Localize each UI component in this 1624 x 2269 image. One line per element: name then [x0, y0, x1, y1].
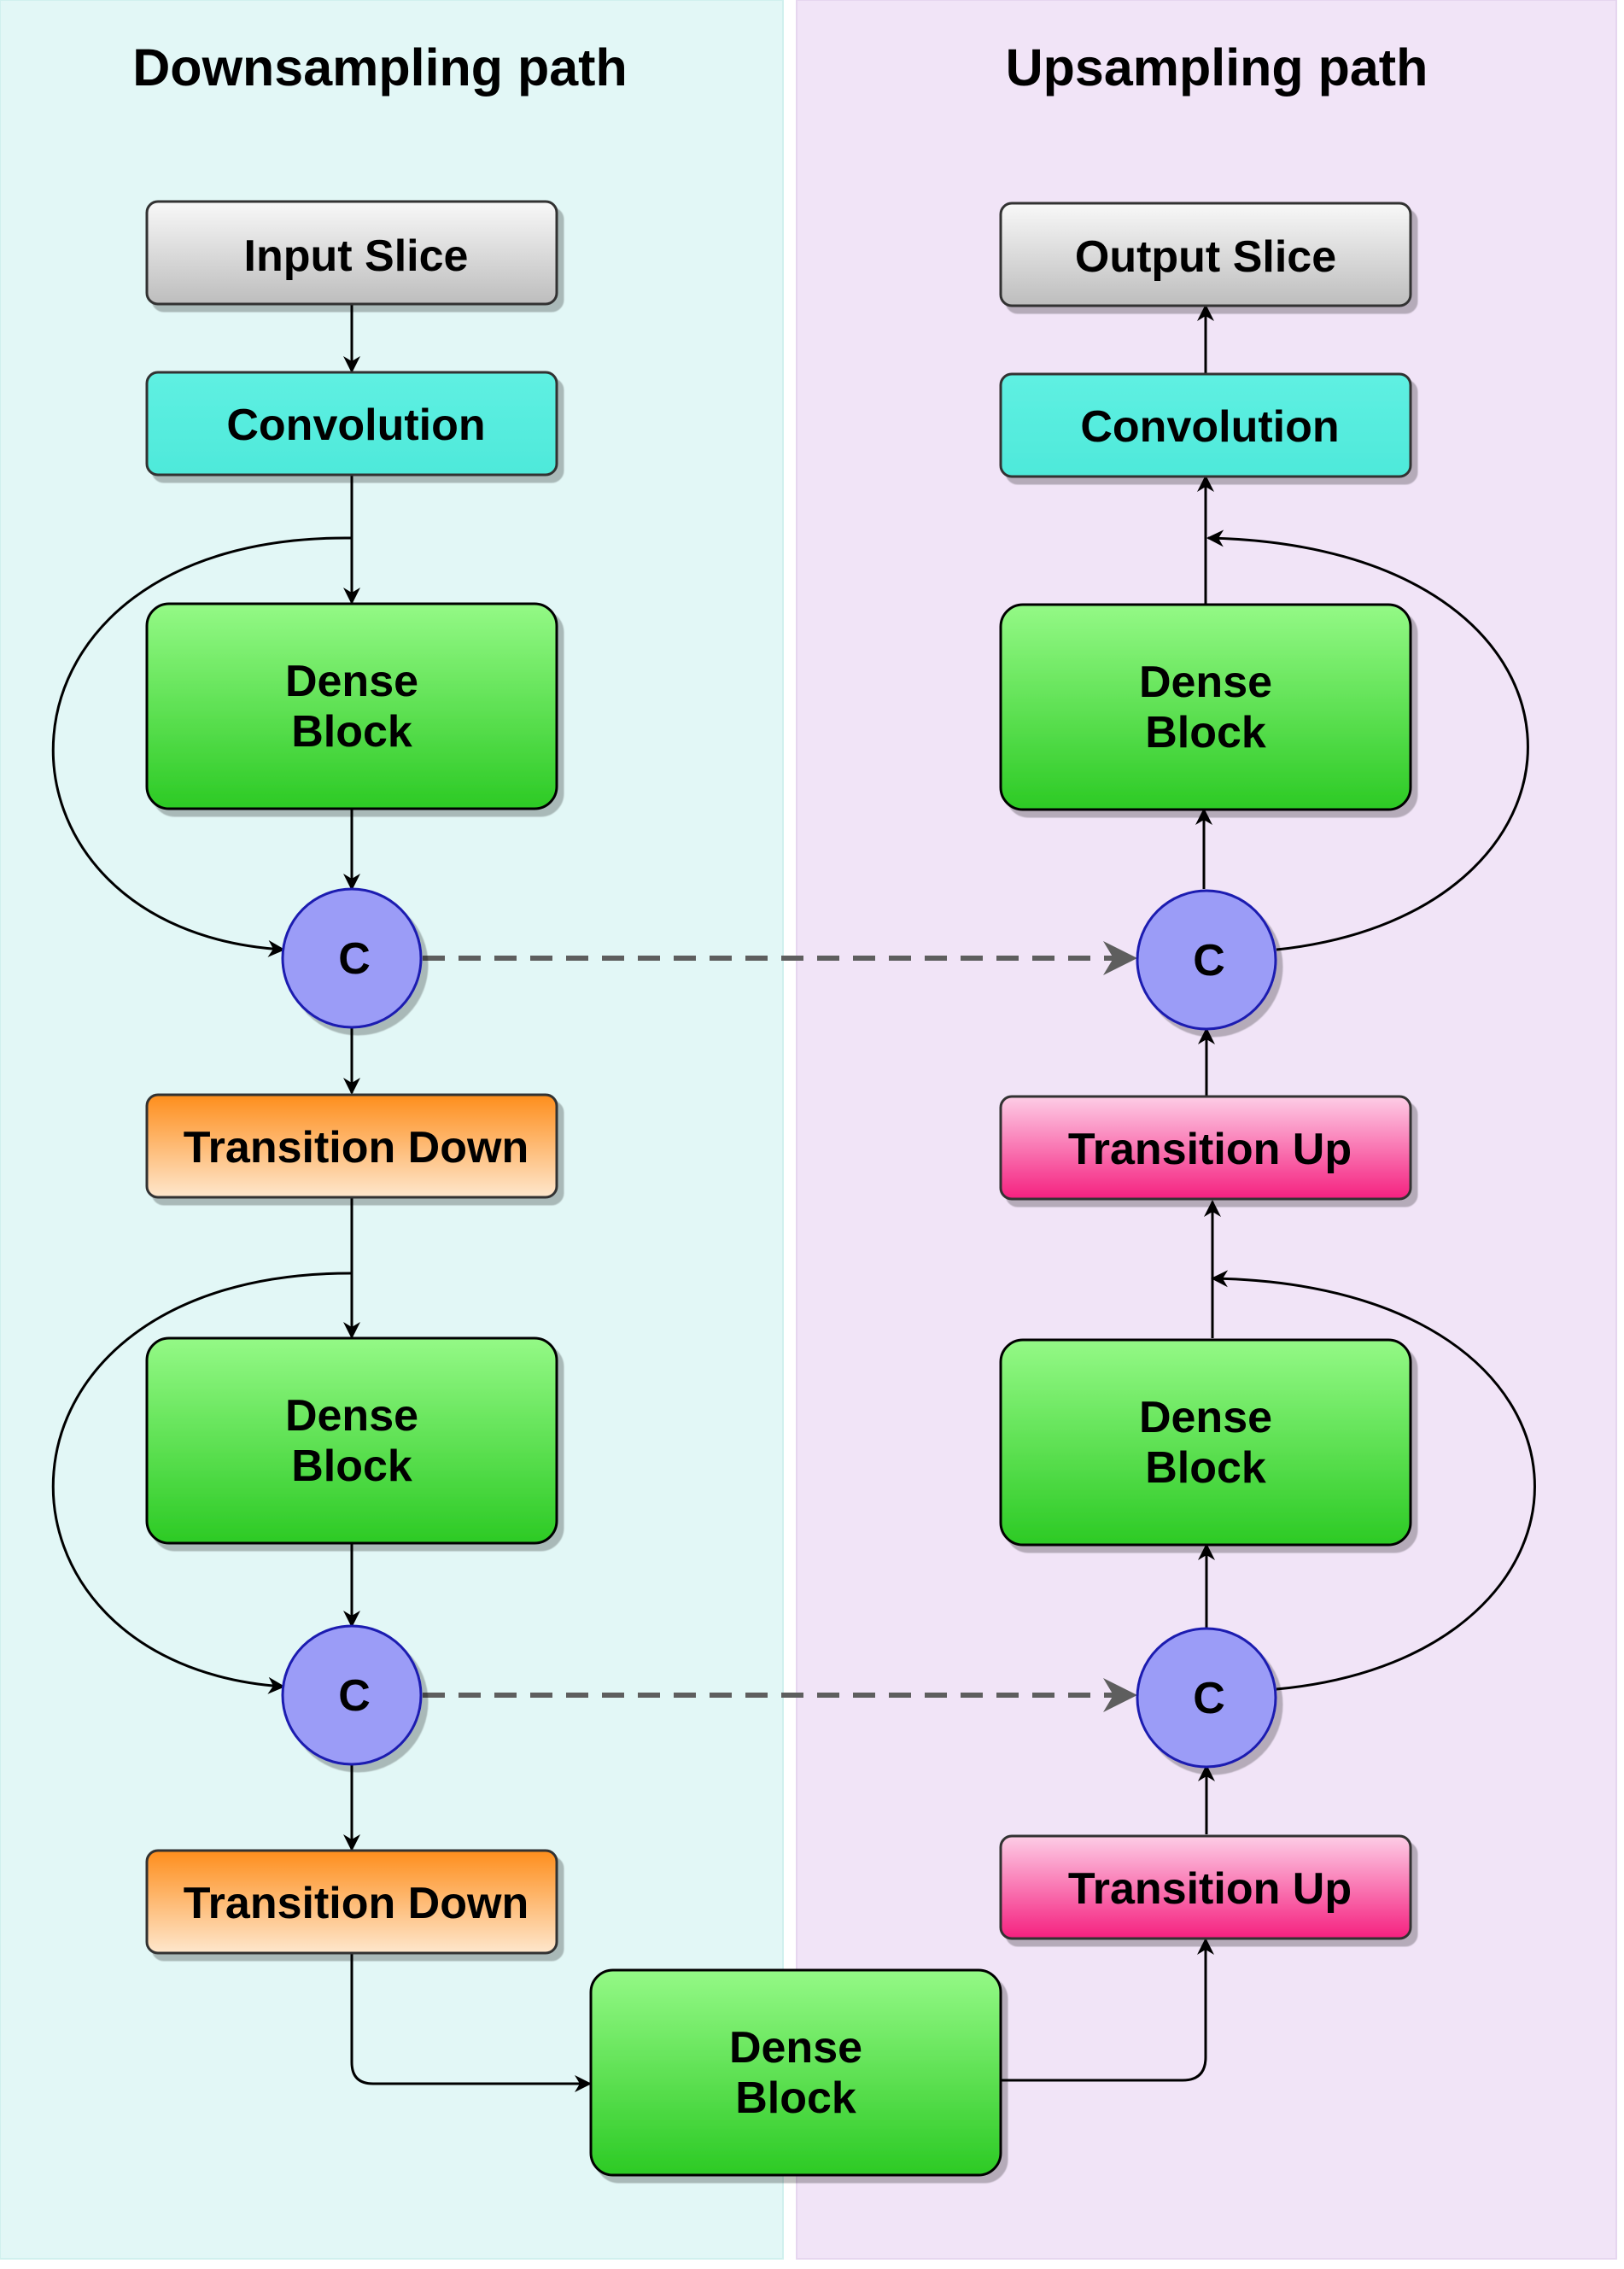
dense-block-bottleneck: Dense Block — [589, 1968, 1002, 2177]
dense-block-down-1: Dense Block — [145, 602, 558, 810]
convolution-down-label: Convolution — [226, 401, 485, 450]
dense-block-bottleneck-line2: Block — [735, 2073, 856, 2123]
downsampling-title: Downsampling path — [132, 38, 628, 96]
edge-skip-up-2 — [1211, 1270, 1536, 1691]
concat-down-2-label: C — [338, 1671, 371, 1721]
concat-up-2-label: C — [1193, 1674, 1225, 1723]
edge-skip-down-2 — [51, 1272, 353, 1694]
skip-connections — [423, 941, 1137, 1712]
input-slice-node: Input Slice — [145, 200, 558, 306]
edge-tdown2-to-bottom-dense — [350, 1953, 592, 2092]
dense-block-up-2: Dense Block — [999, 1338, 1412, 1547]
concat-up-2: C — [1136, 1627, 1277, 1769]
dense-block-down-1-line2: Block — [291, 707, 412, 757]
edge-skip-up-1 — [1206, 529, 1529, 951]
dense-block-down-1-line1: Dense — [285, 657, 418, 706]
concat-down-2: C — [281, 1624, 423, 1766]
concat-down-1-label: C — [338, 934, 371, 984]
transition-up-2: Transition Up — [999, 1834, 1412, 1940]
output-slice-label: Output Slice — [1075, 232, 1336, 282]
concat-down-1: C — [281, 887, 423, 1029]
connectors — [51, 304, 1536, 2092]
dense-block-bottleneck-line1: Dense — [729, 2023, 862, 2073]
dense-block-up-2-line2: Block — [1145, 1443, 1266, 1493]
edge-skip-down-1 — [51, 536, 353, 957]
dense-block-down-2: Dense Block — [145, 1336, 558, 1545]
dense-block-up-1-line2: Block — [1145, 708, 1266, 757]
convolution-down-node: Convolution — [145, 371, 558, 477]
transition-down-1: Transition Down — [145, 1093, 558, 1199]
output-slice-node: Output Slice — [999, 202, 1412, 307]
dense-block-up-1-line1: Dense — [1139, 658, 1272, 707]
transition-down-1-label: Transition Down — [184, 1123, 529, 1173]
convolution-up-node: Convolution — [999, 372, 1412, 478]
transition-down-2: Transition Down — [145, 1849, 558, 1955]
dense-block-down-2-line2: Block — [291, 1442, 412, 1491]
input-slice-label: Input Slice — [244, 231, 469, 281]
transition-up-2-label: Transition Up — [1068, 1864, 1352, 1914]
concat-up-1: C — [1136, 889, 1277, 1031]
edge-bottom-dense-to-tup2 — [1001, 1938, 1214, 2082]
concat-up-1-label: C — [1193, 936, 1225, 985]
transition-up-1-label: Transition Up — [1068, 1125, 1352, 1174]
transition-down-2-label: Transition Down — [184, 1879, 529, 1928]
upsampling-title: Upsampling path — [1006, 38, 1428, 96]
dense-block-up-2-line1: Dense — [1139, 1393, 1272, 1442]
dense-block-up-1: Dense Block — [999, 603, 1412, 811]
transition-up-1: Transition Up — [999, 1095, 1412, 1201]
dense-block-down-2-line1: Dense — [285, 1391, 418, 1441]
convolution-up-label: Convolution — [1080, 402, 1339, 452]
